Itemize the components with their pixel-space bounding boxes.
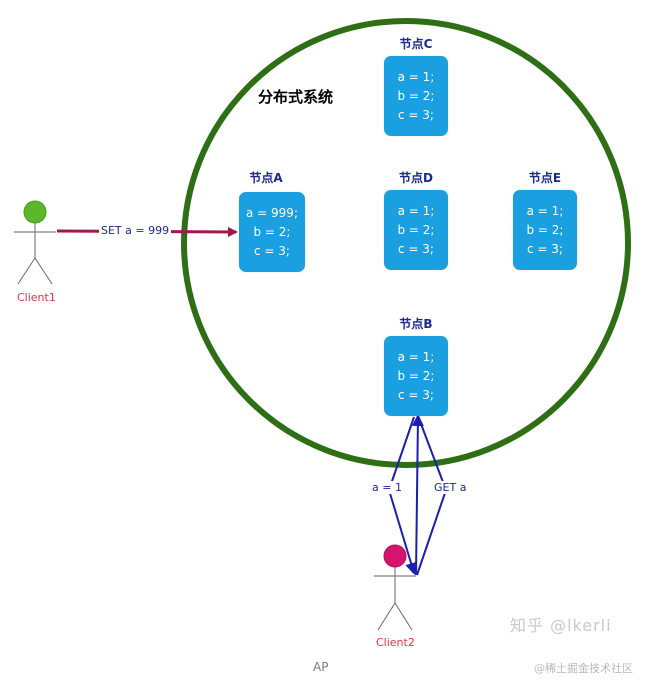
- node-a-title: 节点A: [249, 171, 283, 185]
- node-c-box: a = 1; b = 2; c = 3;: [384, 56, 448, 136]
- node-b-line-a: a = 1;: [397, 349, 435, 364]
- reply-arrow: [388, 489, 417, 575]
- footer-ap-text: AP: [313, 660, 329, 674]
- get-arrow-segment: [417, 415, 447, 491]
- system-boundary-circle: [181, 18, 631, 468]
- node-c-line-c: c = 3;: [398, 107, 434, 122]
- client1-figure: [14, 200, 56, 285]
- set-arrow-label: SET a = 999: [99, 224, 172, 237]
- get-arrow: [411, 414, 424, 576]
- node-d-line-b: b = 2;: [397, 222, 435, 237]
- node-a-line-b: b = 2;: [253, 224, 291, 239]
- node-e-title: 节点E: [528, 171, 562, 185]
- node-b-box: a = 1; b = 2; c = 3;: [384, 336, 448, 416]
- node-a-line-a: a = 999;: [246, 205, 298, 220]
- node-a-box: a = 999; b = 2; c = 3;: [239, 192, 305, 272]
- node-e-box: a = 1; b = 2; c = 3;: [513, 190, 577, 270]
- client2-figure: [374, 544, 416, 631]
- node-d-line-c: c = 3;: [398, 241, 434, 256]
- node-c-line-b: b = 2;: [397, 88, 435, 103]
- node-b-title: 节点B: [399, 317, 433, 331]
- client2-label: Client2: [376, 636, 415, 649]
- node-d-title: 节点D: [399, 171, 433, 185]
- node-c-title: 节点C: [399, 37, 433, 51]
- reply-arrow-segment: [388, 416, 415, 491]
- reply-arrow-label: a = 1: [370, 481, 404, 494]
- juejin-watermark: @稀土掘金技术社区: [534, 662, 633, 675]
- node-c-line-a: a = 1;: [397, 69, 435, 84]
- node-e-line-c: c = 3;: [527, 241, 563, 256]
- zhihu-watermark: 知乎 @lkerli: [510, 616, 612, 635]
- get-arrow-label: GET a: [432, 481, 469, 494]
- node-b-line-c: c = 3;: [398, 387, 434, 402]
- node-e-line-a: a = 1;: [526, 203, 564, 218]
- system-title: 分布式系统: [258, 88, 334, 106]
- client1-label: Client1: [17, 291, 56, 304]
- node-e-line-b: b = 2;: [526, 222, 564, 237]
- node-d-box: a = 1; b = 2; c = 3;: [384, 190, 448, 270]
- node-a-line-c: c = 3;: [254, 243, 290, 258]
- get-arrow-segment-2: [416, 489, 447, 576]
- node-d-line-a: a = 1;: [397, 203, 435, 218]
- node-b-line-b: b = 2;: [397, 368, 435, 383]
